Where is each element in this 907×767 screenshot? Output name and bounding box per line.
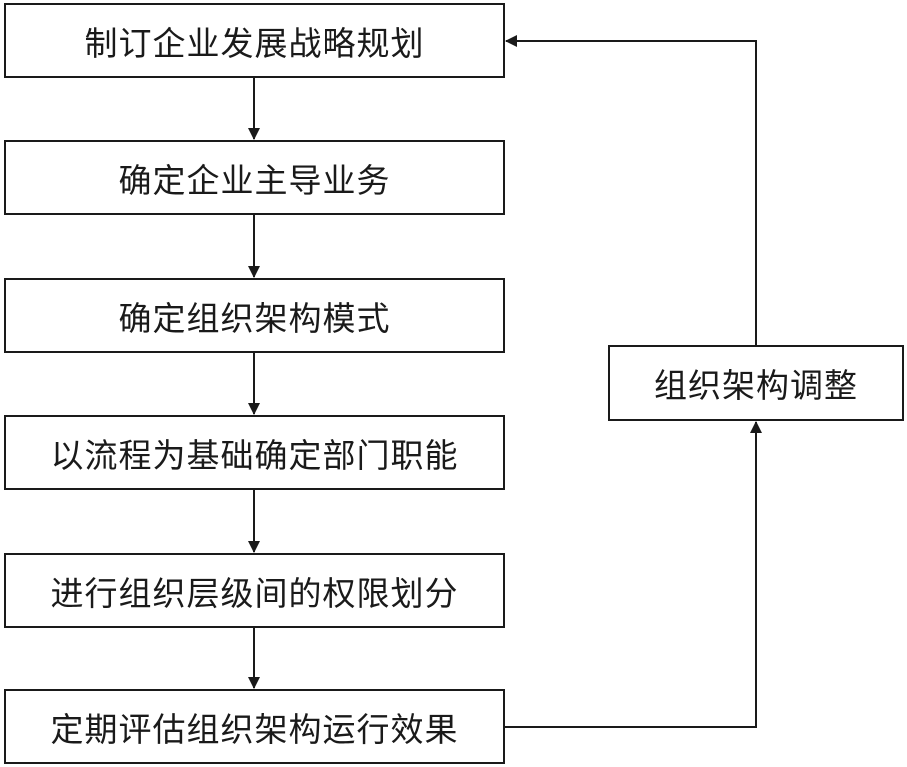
step-formulate-strategy: 制订企业发展战略规划	[4, 3, 505, 78]
step-main-business: 确定企业主导业务	[4, 140, 505, 215]
step-department-functions: 以流程为基础确定部门职能	[4, 415, 505, 490]
step-org-structure-model: 确定组织架构模式	[4, 278, 505, 353]
step-evaluate-effect: 定期评估组织架构运行效果	[4, 689, 505, 764]
arrow-adjust-to-strategy	[505, 35, 757, 345]
step-authority-division: 进行组织层级间的权限划分	[4, 553, 505, 628]
arrow-evaluate-to-adjust	[505, 421, 762, 728]
feedback-adjust-structure: 组织架构调整	[608, 345, 904, 421]
